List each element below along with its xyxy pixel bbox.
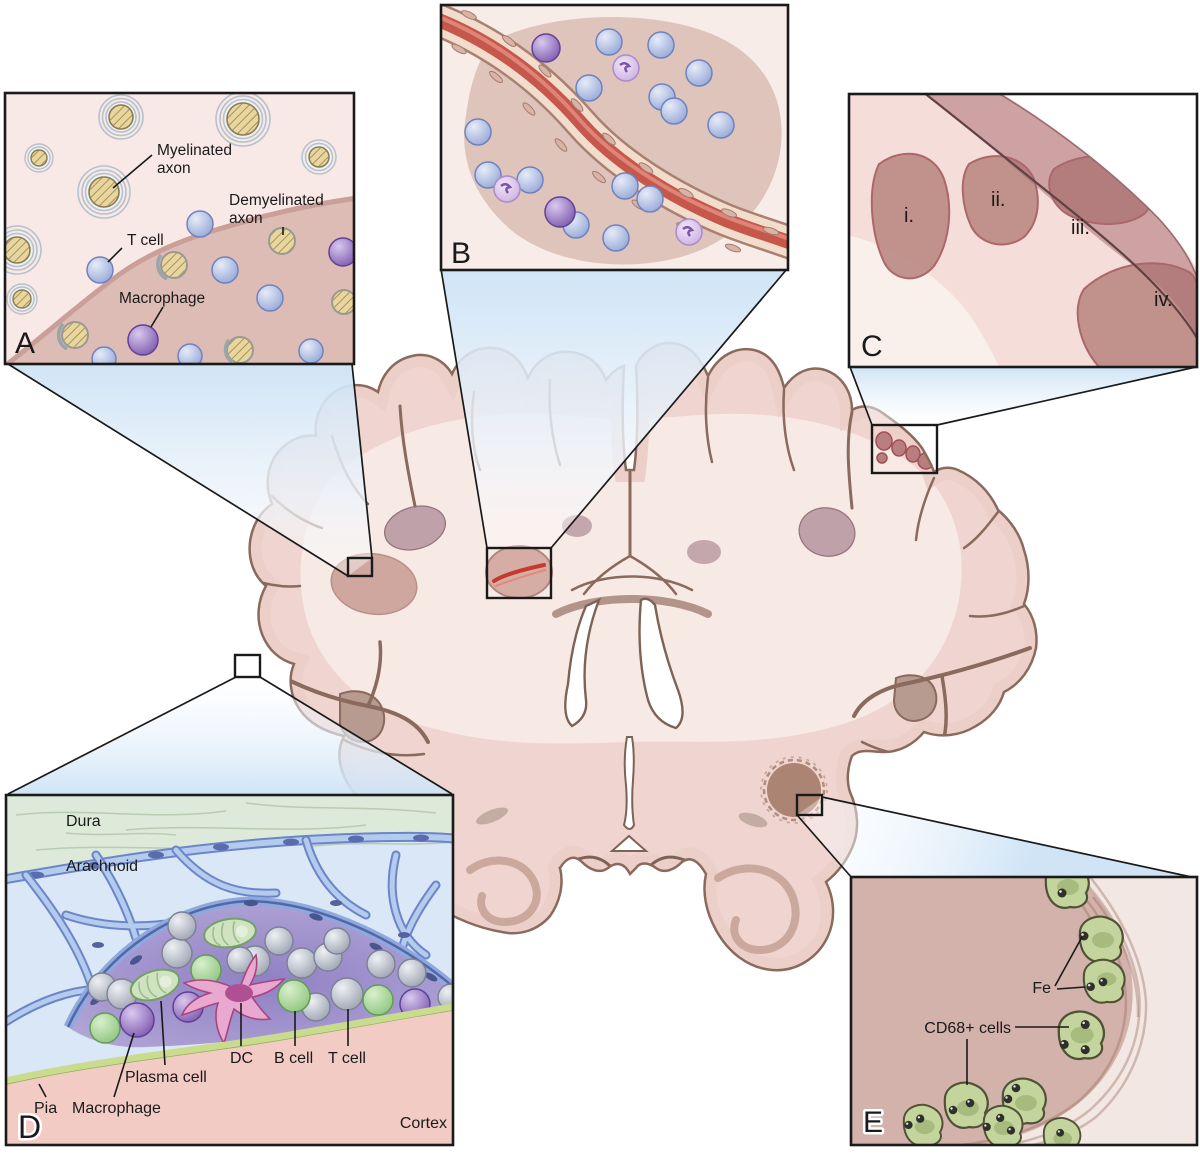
lesion-perivenular	[485, 545, 553, 599]
beam-a	[8, 364, 372, 576]
label-lesion-ii: ii.	[991, 189, 1005, 211]
panel-c-frame	[847, 92, 1199, 369]
sylvian-fissure-left	[264, 640, 430, 744]
beam-e	[797, 797, 1196, 878]
t-cells	[86, 210, 324, 364]
dendritic-cell	[180, 953, 286, 1045]
label-plasma-cell: Plasma cell	[125, 1069, 207, 1086]
label-macrophage: Macrophage	[72, 1100, 161, 1117]
white-matter-region	[849, 235, 999, 367]
lymphocytes	[464, 28, 735, 252]
panel-c-letter: C	[861, 330, 883, 363]
panel-d-labels: Dura Arachnoid Plasma cell Macrophage Pi…	[34, 813, 447, 1132]
inset-boxes	[233, 423, 939, 817]
inset-box-b	[485, 546, 553, 600]
panel-a-lesion-area	[5, 195, 354, 364]
blood-vessel	[441, 5, 788, 260]
lesion-i	[870, 152, 951, 280]
label-demyelinated-axon: Demyelinated	[229, 192, 324, 209]
myelinated-axons	[5, 93, 337, 315]
panel-a-letter: A	[15, 327, 35, 360]
panel-a-labels: Myelinated axon Demyelinated axon T cell…	[107, 142, 324, 328]
label-macrophage: Macrophage	[119, 290, 205, 307]
outside-brain	[1002, 94, 1197, 270]
pia-layer	[6, 1003, 453, 1085]
inset-box-d	[233, 653, 262, 679]
panel-a: Myelinated axon Demyelinated axon T cell…	[3, 91, 356, 366]
lesion-type-labels: i. ii. iii. iv.	[904, 189, 1173, 311]
lesion-iron-rim	[760, 756, 828, 824]
panel-d-frame	[4, 793, 455, 1147]
panel-e-letter: E	[863, 1106, 883, 1139]
temporal-horn-right	[738, 812, 768, 828]
label-myelinated-axon: Myelinated	[157, 142, 232, 159]
third-ventricle	[622, 736, 636, 830]
b-cells-green	[89, 954, 394, 1044]
monocytes-granular	[493, 54, 703, 246]
deep-gray-left	[383, 505, 447, 551]
beam-b	[441, 269, 787, 548]
label-pia: Pia	[34, 1100, 57, 1117]
corpus-callosum	[552, 595, 712, 618]
label-t-cell: T cell	[127, 232, 164, 249]
zoom-beams	[7, 268, 1197, 879]
sylvian-fissure-right	[852, 646, 1032, 740]
panel-e-frame	[849, 875, 1199, 1147]
label-dura: Dura	[66, 813, 101, 830]
panel-e: Fe CD68+ cells E	[849, 875, 1199, 1147]
label-fe: Fe	[1032, 980, 1051, 997]
lesion-core	[851, 877, 1133, 1145]
beam-c	[850, 367, 1196, 425]
panel-d-letter: D	[18, 1109, 41, 1145]
hippocampus-left	[466, 856, 541, 927]
lesions-cortical-small	[875, 431, 935, 470]
label-dc: DC	[230, 1050, 253, 1067]
macrophages	[531, 33, 576, 228]
cingulate-region	[570, 470, 694, 596]
white-matter	[300, 413, 962, 744]
pial-surface-line	[923, 94, 1197, 339]
panel-b: B	[439, 3, 790, 272]
panel-b-letter: B	[451, 237, 471, 270]
svg-text:axon: axon	[157, 160, 191, 177]
panel-e-labels: Fe CD68+ cells	[924, 936, 1086, 1085]
demyelinated-axons	[56, 227, 354, 364]
beam-d	[8, 677, 452, 794]
label-b-cell: B cell	[274, 1050, 313, 1067]
panel-b-frame	[439, 3, 790, 272]
inset-box-a	[346, 556, 374, 578]
cd68-cells	[902, 877, 1126, 1145]
label-arachnoid: Arachnoid	[66, 858, 138, 875]
arachnoid-membrane	[6, 831, 453, 885]
label-cd68-cells: CD68+ cells	[924, 1020, 1011, 1037]
panel-a-frame	[3, 91, 356, 366]
panel-d: Dura Arachnoid Plasma cell Macrophage Pi…	[4, 793, 455, 1147]
label-t-cell: T cell	[328, 1050, 366, 1067]
ventricle-recess	[609, 834, 649, 852]
temporal-horn-left	[476, 807, 508, 825]
label-lesion-iv: iv.	[1154, 289, 1173, 311]
label-lesion-i: i.	[904, 205, 914, 227]
label-cortex: Cortex	[400, 1115, 447, 1132]
outer-surface-line	[998, 94, 1197, 279]
plasma-cells	[129, 917, 257, 1002]
hippocampus-right	[714, 864, 800, 955]
label-lesion-iii: iii.	[1071, 217, 1090, 239]
deep-gray-right	[798, 507, 856, 557]
inset-box-c	[870, 423, 939, 475]
inset-box-e	[795, 793, 824, 817]
subpial-band	[925, 94, 1197, 338]
lateral-ventricles	[564, 597, 684, 730]
cortex-layer	[6, 1010, 453, 1145]
panel-c: i. ii. iii. iv. C	[847, 92, 1199, 369]
macrophages	[127, 237, 354, 356]
svg-text:axon: axon	[229, 210, 263, 227]
